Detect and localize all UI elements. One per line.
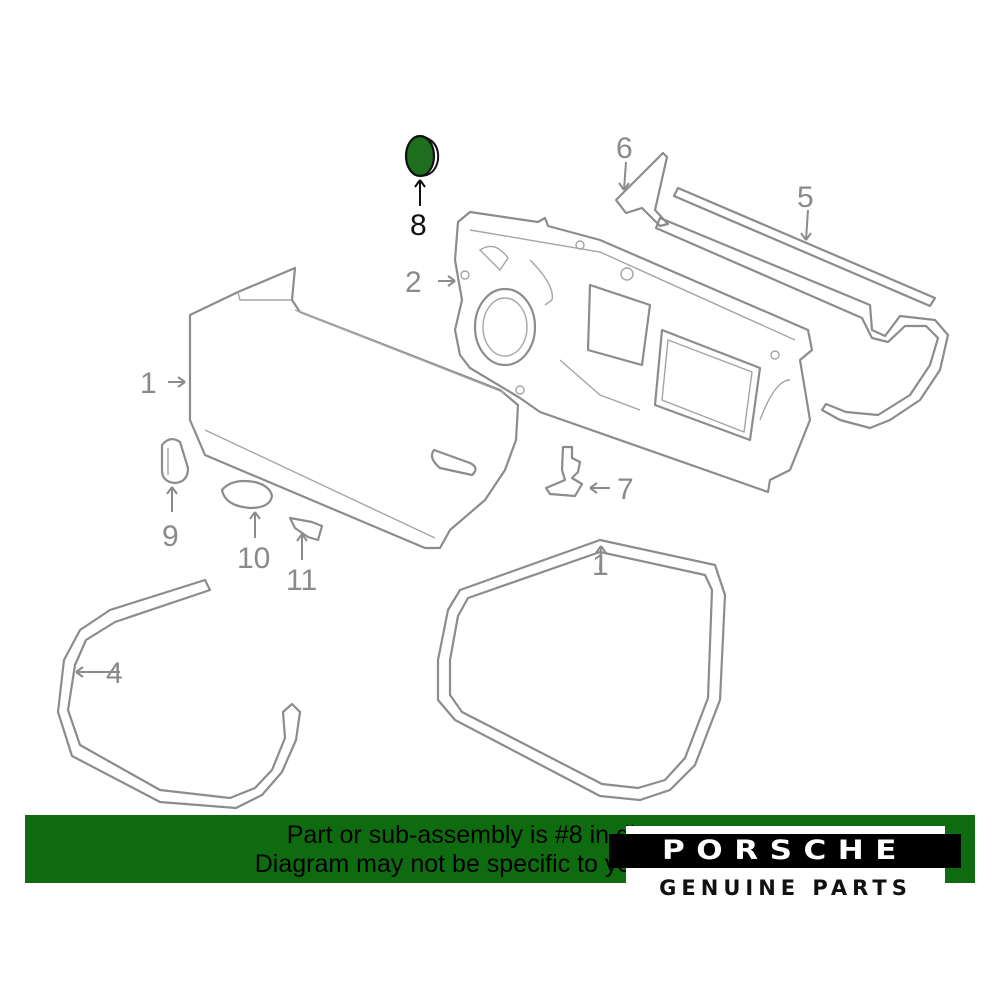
door-shell-part — [188, 266, 520, 550]
inner-door-panel-part — [453, 210, 814, 494]
callout-1: 1 — [140, 367, 157, 400]
callout-9: 9 — [162, 520, 179, 553]
callout-6: 6 — [616, 132, 633, 165]
porsche-genuine-parts-logo: PORSCHE GENUINE PARTS — [609, 826, 961, 910]
clip-11-part — [288, 516, 324, 542]
callout-7: 7 — [617, 473, 634, 506]
callout-4: 4 — [106, 657, 123, 690]
door-frame-seal-part — [436, 538, 727, 802]
corner-trim-part — [614, 151, 670, 228]
lower-seal-part — [56, 578, 302, 810]
window-seal-part — [654, 186, 950, 430]
plug-9-part — [160, 438, 190, 485]
callout-10: 10 — [237, 542, 270, 575]
door-pin-part — [544, 445, 584, 498]
porsche-wordmark: PORSCHE — [609, 834, 961, 868]
callout-5: 5 — [797, 181, 814, 214]
leader-lines — [75, 161, 812, 678]
cover-10-part — [220, 479, 274, 510]
callout-8: 8 — [410, 209, 427, 242]
highlighted-plug-part — [404, 134, 440, 178]
callout-2: 2 — [405, 266, 422, 299]
part-8-plug — [404, 134, 436, 178]
genuine-parts-tagline: GENUINE PARTS — [659, 876, 912, 900]
callout-11: 11 — [286, 564, 317, 597]
callout-1-seal: 1 — [592, 549, 609, 582]
